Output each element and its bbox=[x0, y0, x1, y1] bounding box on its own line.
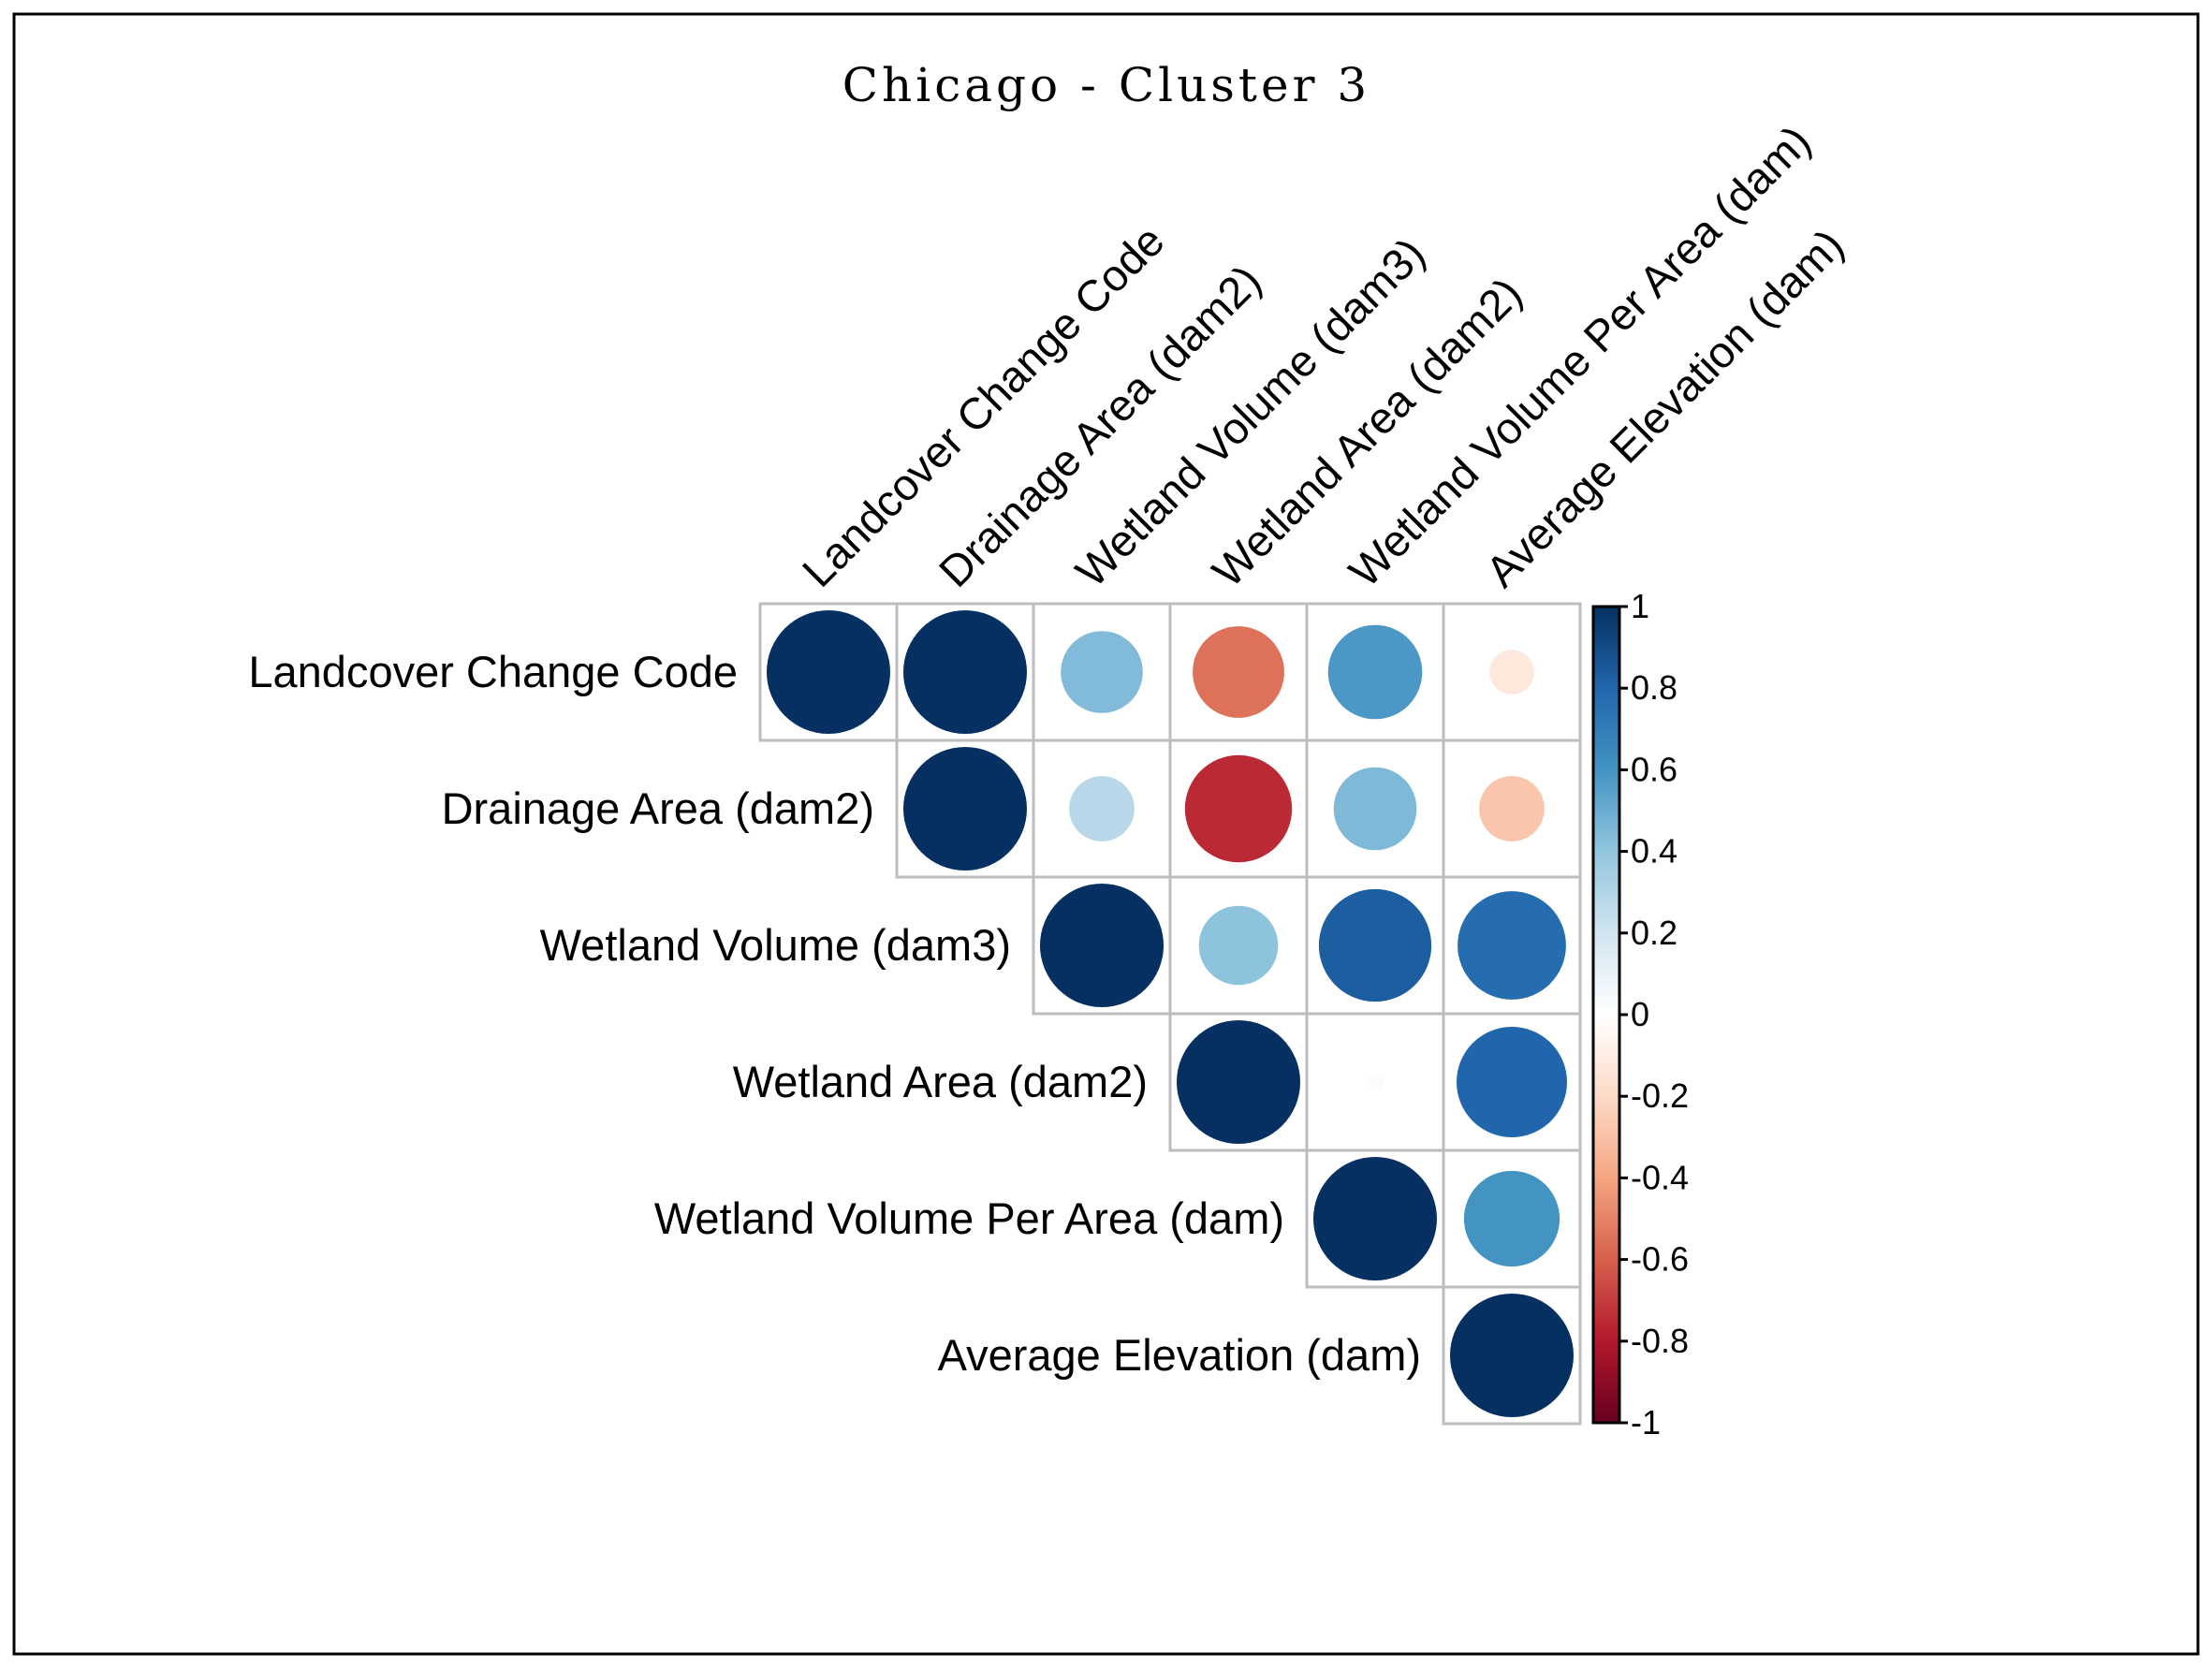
row-label: Wetland Volume (dam3) bbox=[540, 920, 1011, 970]
correlation-circle bbox=[1333, 767, 1417, 851]
correlation-circle bbox=[1489, 650, 1534, 695]
correlation-circle bbox=[903, 747, 1027, 871]
correlation-circle bbox=[1458, 891, 1566, 1000]
correlation-circle bbox=[1040, 884, 1164, 1007]
colorbar-tick-label: -0.8 bbox=[1631, 1322, 1689, 1360]
correlation-circle bbox=[1463, 1170, 1560, 1267]
correlation-circle bbox=[1069, 776, 1135, 841]
correlation-circle bbox=[1184, 754, 1293, 863]
row-label: Landcover Change Code bbox=[248, 647, 738, 696]
chart-title: Chicago - Cluster 3 bbox=[842, 58, 1370, 112]
correlation-circles bbox=[767, 610, 1574, 1417]
correlation-circle bbox=[767, 610, 890, 734]
colorbar-tick-label: 0.8 bbox=[1631, 668, 1677, 707]
row-label: Wetland Volume Per Area (dam) bbox=[654, 1193, 1284, 1243]
correlation-circle bbox=[1457, 1027, 1567, 1137]
correlation-circle bbox=[1198, 905, 1279, 986]
row-label: Drainage Area (dam2) bbox=[442, 783, 874, 833]
cell-grid bbox=[758, 602, 1582, 1426]
colorbar-tick-label: 0 bbox=[1631, 995, 1649, 1033]
correlation-circle bbox=[1450, 1294, 1574, 1417]
colorbar-tick-label: -0.4 bbox=[1631, 1158, 1689, 1196]
colorbar: 1 0.8 0.6 0.4 0.2 0 -0.2 -0.4 -0.6 -0.8 -1 bbox=[1591, 587, 1689, 1441]
colorbar-tick-label: 0.6 bbox=[1631, 750, 1677, 788]
correlation-circle bbox=[1366, 1073, 1384, 1091]
grid-cell bbox=[1442, 1285, 1582, 1426]
correlation-circle bbox=[1193, 626, 1284, 718]
correlation-circle bbox=[1061, 631, 1143, 713]
colorbar-tick-label: -0.6 bbox=[1631, 1240, 1689, 1279]
correlation-circle bbox=[1313, 1157, 1437, 1280]
correlation-circle bbox=[1177, 1020, 1300, 1144]
colorbar-tick-label: -0.2 bbox=[1631, 1076, 1689, 1115]
correlation-circle bbox=[1327, 624, 1423, 720]
row-label: Average Elevation (dam) bbox=[938, 1330, 1421, 1380]
row-label: Wetland Area (dam2) bbox=[733, 1057, 1148, 1106]
correlation-circle bbox=[903, 610, 1027, 734]
colorbar-gradient bbox=[1591, 605, 1621, 1425]
colorbar-tick-label: 0.2 bbox=[1631, 914, 1677, 952]
correlation-circle bbox=[1479, 776, 1545, 841]
colorbar-tick-label: -1 bbox=[1631, 1403, 1661, 1441]
colorbar-tick-label: 1 bbox=[1631, 587, 1649, 625]
correlation-circle bbox=[1318, 888, 1432, 1002]
colorbar-tick-label: 0.4 bbox=[1631, 832, 1677, 871]
